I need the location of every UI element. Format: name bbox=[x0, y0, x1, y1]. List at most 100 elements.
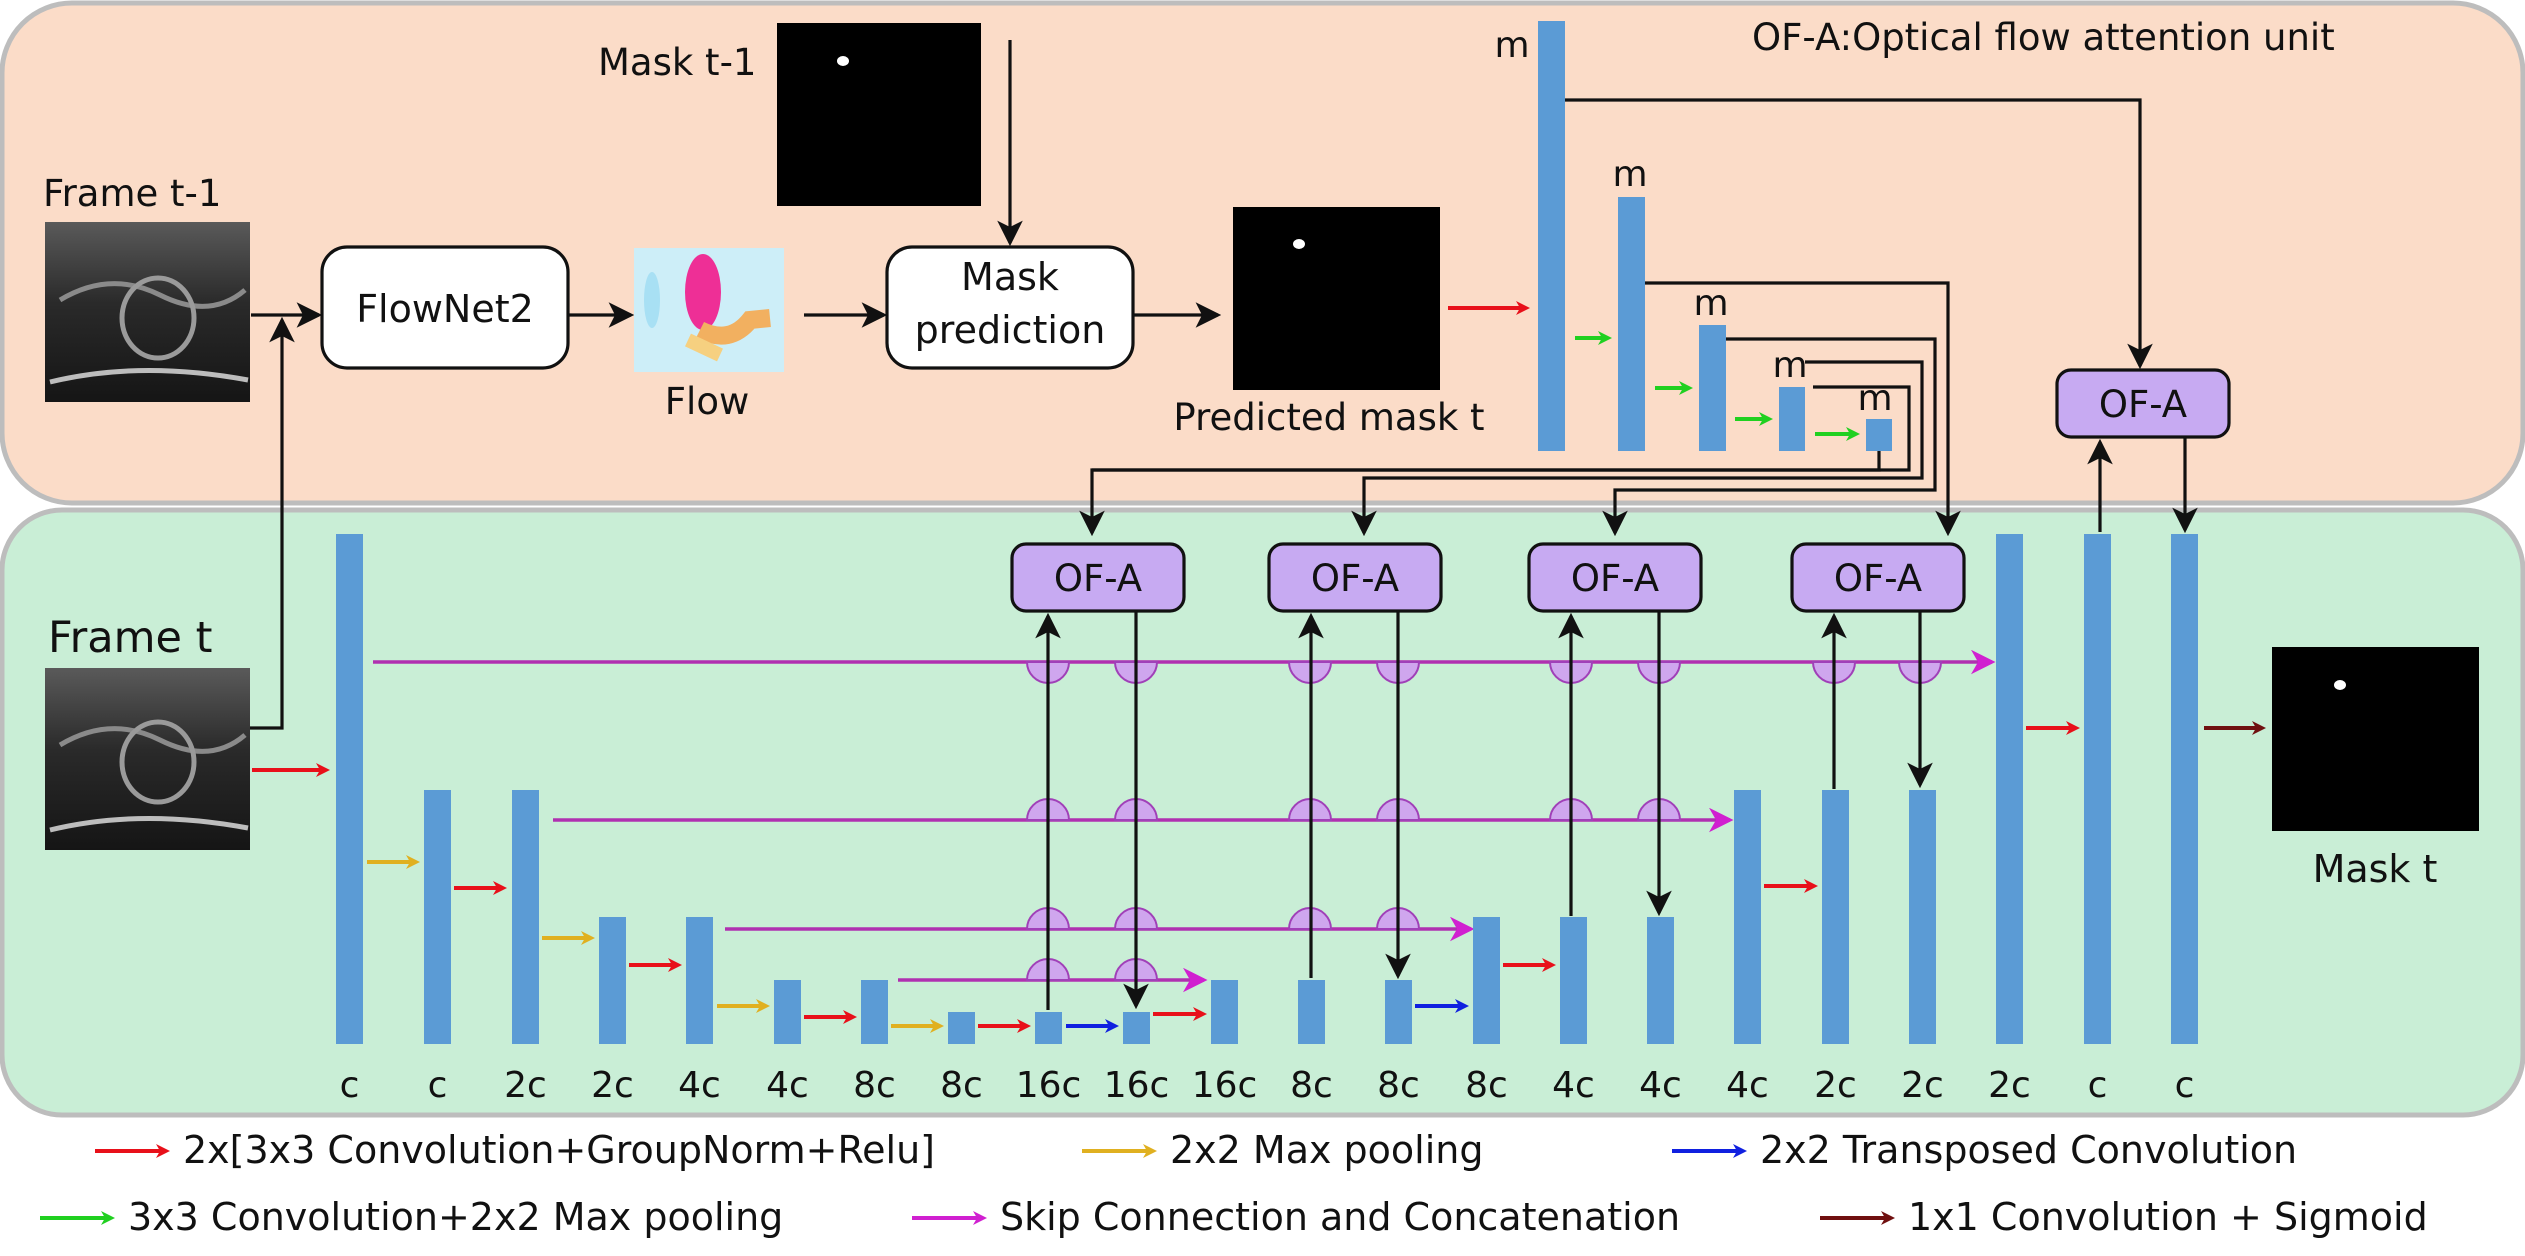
ofa-box-1-label: OF-A bbox=[1054, 557, 1142, 600]
unet-bar bbox=[1035, 1012, 1062, 1044]
feed-m3 bbox=[1602, 337, 1937, 537]
channel-label: 8c bbox=[1290, 1065, 1333, 1106]
yellow-arrow-icon bbox=[367, 855, 420, 869]
predicted-mask-blob bbox=[1293, 239, 1305, 249]
channel-label: 2c bbox=[504, 1065, 547, 1106]
green-arrow-icon bbox=[40, 1211, 115, 1225]
ofa-box-2-label: OF-A bbox=[1311, 557, 1399, 600]
feed-m4 bbox=[1351, 360, 1924, 537]
legend: 2x[3x3 Convolution+GroupNorm+Relu] 2x2 Ma… bbox=[40, 1128, 2428, 1239]
mask-out-label: Mask t bbox=[2313, 847, 2438, 891]
mask-prev-label: Mask t-1 bbox=[598, 41, 756, 84]
ofa-box-4 bbox=[1790, 542, 1966, 613]
feed-m1 bbox=[1565, 98, 2153, 370]
m-bar-3 bbox=[1699, 325, 1726, 451]
channel-label: 4c bbox=[766, 1065, 809, 1106]
red-arrow-icon bbox=[1503, 958, 1556, 972]
unet-bar bbox=[1996, 534, 2023, 1044]
ofa-box-3-label: OF-A bbox=[1571, 557, 1659, 600]
unet-bar bbox=[1822, 790, 1849, 1044]
legend-text: 3x3 Convolution+2x2 Max pooling bbox=[128, 1195, 783, 1239]
legend-text: 2x2 Transposed Convolution bbox=[1760, 1128, 2297, 1172]
feed-m5b bbox=[1092, 451, 1881, 472]
blue-arrow-icon bbox=[1066, 1019, 1119, 1033]
flownet-label: FlowNet2 bbox=[356, 287, 534, 331]
ofa-bottom-boxes: OF-A OF-A OF-A OF-A bbox=[1010, 542, 1966, 613]
mask-out-blob bbox=[2334, 680, 2346, 690]
legend-item: Skip Connection and Concatenation bbox=[912, 1195, 1680, 1239]
yellow-arrow-icon bbox=[891, 1019, 944, 1033]
red-arrow-icon bbox=[1448, 301, 1530, 315]
channel-label: 2c bbox=[1814, 1065, 1857, 1106]
red-arrow-icon bbox=[95, 1144, 170, 1158]
legend-text: Skip Connection and Concatenation bbox=[1000, 1195, 1680, 1239]
m-bar-5 bbox=[1866, 419, 1892, 451]
unet-bar bbox=[2084, 534, 2111, 1044]
arrow-frame-t-up bbox=[250, 316, 295, 730]
channel-label: 16c bbox=[1016, 1065, 1082, 1106]
blue-arrow-icon bbox=[1415, 999, 1469, 1013]
red-arrow-icon bbox=[454, 881, 507, 895]
feed-m2 bbox=[1645, 281, 1961, 537]
magenta-arrow-icon bbox=[912, 1211, 987, 1225]
channel-label: c bbox=[340, 1065, 360, 1106]
m-pyramid: m m m m m bbox=[1494, 21, 1893, 451]
legend-item: 1x1 Convolution + Sigmoid bbox=[1820, 1195, 2428, 1239]
green-arrow-icon bbox=[1815, 427, 1860, 441]
channel-label: c bbox=[2175, 1065, 2195, 1106]
m-label-4: m bbox=[1772, 345, 1807, 386]
unet-bar bbox=[1473, 917, 1500, 1044]
unet-bar bbox=[1211, 980, 1238, 1044]
title: OF-A:Optical flow attention unit bbox=[1752, 16, 2335, 59]
m-label-5: m bbox=[1857, 378, 1892, 419]
channel-label: 16c bbox=[1104, 1065, 1170, 1106]
ofa-links bbox=[1035, 611, 1933, 1010]
ofa-box-3 bbox=[1527, 542, 1703, 613]
blue-arrow-icon bbox=[1672, 1144, 1747, 1158]
m-label-1: m bbox=[1494, 25, 1529, 66]
legend-item: 2x2 Max pooling bbox=[1082, 1128, 1484, 1172]
bottom-panel bbox=[0, 507, 2525, 1118]
unet-bar bbox=[1560, 917, 1587, 1044]
channel-label: 2c bbox=[591, 1065, 634, 1106]
ofa-box-1 bbox=[1010, 542, 1186, 613]
channel-label: 4c bbox=[1726, 1065, 1769, 1106]
frame-prev-label: Frame t-1 bbox=[43, 172, 221, 215]
unet-bar bbox=[1298, 980, 1325, 1044]
channel-label: 2c bbox=[1901, 1065, 1944, 1106]
channel-label: 16c bbox=[1192, 1065, 1258, 1106]
frame-t-label: Frame t bbox=[48, 613, 213, 663]
channel-label: 4c bbox=[1639, 1065, 1682, 1106]
legend-text: 2x[3x3 Convolution+GroupNorm+Relu] bbox=[183, 1128, 935, 1172]
legend-text: 1x1 Convolution + Sigmoid bbox=[1908, 1195, 2428, 1239]
unet-bars bbox=[336, 534, 2198, 1044]
unet-bar bbox=[1909, 790, 1936, 1044]
red-arrow-icon bbox=[2026, 721, 2080, 735]
dark-red-arrow-icon bbox=[2204, 721, 2266, 735]
m-bar-2 bbox=[1618, 197, 1645, 451]
mask-prev-image bbox=[777, 23, 981, 206]
unet-bar bbox=[774, 980, 801, 1044]
channel-label: c bbox=[428, 1065, 448, 1106]
legend-item: 2x[3x3 Convolution+GroupNorm+Relu] bbox=[95, 1128, 935, 1172]
unet-bar bbox=[948, 1012, 975, 1044]
channel-label: 4c bbox=[1552, 1065, 1595, 1106]
mask-out-image bbox=[2272, 647, 2479, 831]
predicted-mask-label: Predicted mask t bbox=[1173, 396, 1484, 439]
channel-label: 4c bbox=[678, 1065, 721, 1106]
mask-prev-blob bbox=[837, 56, 849, 66]
unet-bar bbox=[599, 917, 626, 1044]
unet-bar bbox=[686, 917, 713, 1044]
channel-label: 8c bbox=[1465, 1065, 1508, 1106]
predicted-mask-image bbox=[1233, 207, 1440, 390]
unet-bar bbox=[1385, 980, 1412, 1044]
red-arrow-icon bbox=[629, 958, 682, 972]
frame-prev-image bbox=[45, 222, 250, 402]
m-bar-1 bbox=[1538, 21, 1565, 451]
green-arrow-icon bbox=[1575, 331, 1612, 345]
ofa-top bbox=[2055, 368, 2231, 439]
channel-label: 8c bbox=[853, 1065, 896, 1106]
channel-label: 8c bbox=[1377, 1065, 1420, 1106]
operation-arrows bbox=[252, 301, 2266, 1033]
